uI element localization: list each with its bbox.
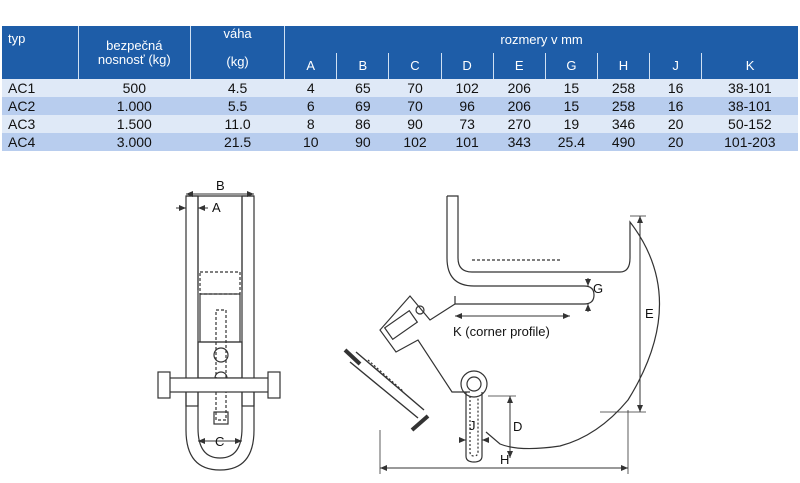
label-h: H (500, 452, 509, 467)
header-dim-g: G (544, 53, 598, 79)
header-dim-e: E (492, 53, 546, 79)
label-k: K (corner profile) (453, 324, 550, 339)
label-d: D (513, 419, 522, 434)
header-dim-a: A (284, 53, 337, 79)
label-g: G (593, 281, 603, 296)
label-j: J (469, 418, 476, 433)
header-dim-k: K (701, 53, 798, 79)
header-capacity: bezpečná nosnosť (kg) (77, 26, 191, 79)
header-dim-c: C (388, 53, 442, 79)
specification-table: typ bezpečná nosnosť (kg) váha (kg) rozm… (2, 26, 798, 151)
side-view-clamp (343, 195, 661, 463)
label-a: A (212, 200, 221, 215)
table-row: AC3 1.500 11.0 8 86 90 73 270 19 346 20 … (2, 115, 798, 133)
header-dimensions: rozmery v mm (284, 26, 798, 53)
header-weight: váha (kg) (189, 26, 285, 79)
header-dim-h: H (596, 53, 650, 79)
table-row: AC1 500 4.5 4 65 70 102 206 15 258 16 38… (2, 79, 798, 97)
table-row: AC2 1.000 5.5 6 69 70 96 206 15 258 16 3… (2, 97, 798, 115)
table-row: AC4 3.000 21.5 10 90 102 101 343 25.4 49… (2, 133, 798, 151)
header-typ: typ (2, 26, 79, 79)
label-b: B (216, 178, 225, 193)
header-dim-b: B (336, 53, 389, 79)
front-view-clamp (157, 195, 281, 471)
header-dim-j: J (649, 53, 702, 79)
label-e: E (645, 306, 654, 321)
header-dim-d: D (440, 53, 494, 79)
label-c: C (215, 434, 224, 449)
